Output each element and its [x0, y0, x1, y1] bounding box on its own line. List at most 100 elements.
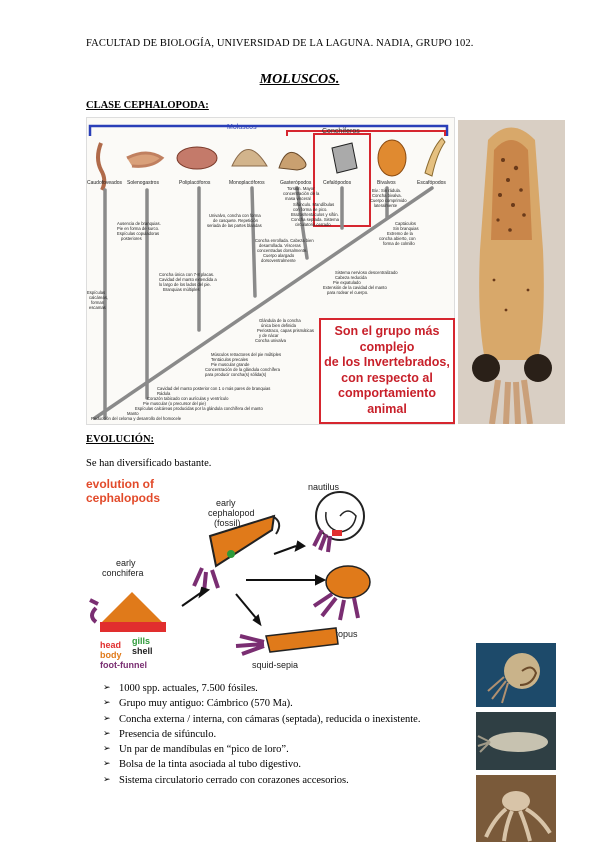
svg-text:seriada de las partes blandas: seriada de las partes blandas — [207, 223, 262, 228]
svg-text:cephalopod: cephalopod — [208, 508, 255, 518]
squid-sepia-label: squid-sepia — [252, 660, 298, 670]
page-title: MOLUSCOS. — [259, 72, 340, 87]
svg-text:Branquias múltiples: Branquias múltiples — [163, 287, 200, 292]
svg-text:Concha septada. Sistema: Concha septada. Sistema — [291, 217, 340, 222]
legend-gills: gills — [132, 636, 150, 646]
svg-text:Glándula de la concha: Glándula de la concha — [259, 318, 301, 323]
evolution-text: Se han diversificado bastante. — [86, 458, 212, 469]
note-sifunculo: Sifúnculo. Mandíbulas con forma de pico.… — [291, 202, 340, 227]
svg-text:Biv.: Sin rádula.: Biv.: Sin rádula. — [372, 188, 401, 193]
svg-text:con forma de pico.: con forma de pico. — [293, 207, 327, 212]
svg-text:Pie en forma de surco.: Pie en forma de surco. — [117, 226, 159, 231]
phylogeny-tree: Moluscos Conchíferos Caudofoveados Solen… — [87, 124, 449, 421]
svg-text:Sifúnculo. Mandíbulas: Sifúnculo. Mandíbulas — [293, 202, 334, 207]
list-item: ➢Concha externa / interna, con cámaras (… — [103, 712, 420, 727]
svg-text:posteriores: posteriores — [121, 236, 142, 241]
note-bivalvos: Biv.: Sin rádula. Concha bivalva. Cuerpo… — [370, 188, 407, 208]
svg-text:Pie muscular (o precursor del: Pie muscular (o precursor del pie) — [143, 401, 206, 406]
note-univalvo: Univalvo, concha con forma de casquete. … — [207, 213, 262, 228]
taxon-label: Monoplacóforos — [229, 180, 265, 186]
octopus-label: octopus — [326, 629, 358, 639]
svg-text:concentradas dorsalmente.: concentradas dorsalmente. — [257, 248, 308, 253]
nautilus-label: nautilus — [308, 482, 340, 492]
list-item: ➢Bolsa de la tinta asociada al tubo dige… — [103, 757, 420, 772]
legend-shell: shell — [132, 646, 153, 656]
svg-text:Concha univalva: Concha univalva — [255, 338, 287, 343]
svg-text:circulatorio cerrado: circulatorio cerrado — [295, 222, 331, 227]
svg-text:lateralmente: lateralmente — [374, 203, 398, 208]
octopus-photo — [476, 775, 556, 842]
cefalopodo-icon — [331, 142, 358, 174]
svg-text:Concha bivalva.: Concha bivalva. — [372, 193, 402, 198]
bullet-marker-icon: ➢ — [103, 774, 111, 785]
conchiferos-label: Conchíferos — [322, 128, 360, 135]
svg-text:Pie muscular grande: Pie muscular grande — [211, 362, 250, 367]
gasteropodo-icon — [278, 151, 307, 171]
caudofoveado-icon — [96, 142, 107, 191]
svg-text:conchifera: conchifera — [102, 568, 144, 578]
taxon-label: Caudofoveados — [87, 180, 123, 186]
svg-text:Captáculos: Captáculos — [395, 221, 416, 226]
bullet-marker-icon: ➢ — [103, 713, 111, 724]
list-item: ➢Presencia de sifúnculo. — [103, 727, 420, 742]
note-espiculas: Espículas calcáreas, forman escamas — [87, 290, 108, 310]
bullet-marker-icon: ➢ — [103, 744, 111, 755]
evo-title: evolution of — [86, 477, 155, 491]
svg-text:(fossil): (fossil) — [214, 518, 241, 528]
taxon-label: Escafópodos — [417, 180, 446, 186]
svg-text:Corazón tabicado con aurículas: Corazón tabicado con aurículas y ventríc… — [147, 396, 229, 401]
legend-body: body — [100, 650, 122, 660]
svg-text:Concha única con 7-8 placas.: Concha única con 7-8 placas. — [159, 272, 214, 277]
section-heading-cephalopoda: CLASE CEPHALOPODA: — [86, 100, 209, 111]
bullet-marker-icon: ➢ — [103, 728, 111, 739]
svg-text:Cavidad del manto extendida a: Cavidad del manto extendida a — [159, 277, 217, 282]
svg-text:Concha enrollada. Cabeza bien: Concha enrollada. Cabeza bien — [255, 238, 314, 243]
mollusc-phylogeny-figure: Moluscos Conchíferos Caudofoveados Solen… — [86, 117, 455, 425]
note-glandula: Glándula de la concha única bien definid… — [255, 318, 314, 343]
list-item: ➢Sistema circulatorio cerrado con corazo… — [103, 773, 420, 788]
svg-text:y de nácar: y de nácar — [259, 333, 279, 338]
svg-text:Pie expatulado: Pie expatulado — [333, 280, 361, 285]
legend-foot-funnel: foot-funnel — [100, 660, 147, 670]
taxon-label: Cefalópodos — [323, 180, 352, 186]
note-musculos: Músculos retractores del pie múltiples T… — [205, 352, 281, 377]
taxon-label: Bivalvos — [377, 180, 396, 186]
svg-text:Sistema nervioso descentraliza: Sistema nervioso descentralizado — [335, 270, 398, 275]
complexity-callout: Son el grupo más complejo de los Inverte… — [319, 318, 455, 424]
note-concha-placas: Concha única con 7-8 placas. Cavidad del… — [159, 272, 217, 292]
moluscos-label: Moluscos — [227, 124, 257, 131]
svg-text:Reducción del celoma y desarro: Reducción del celoma y desarrollo del ho… — [91, 416, 182, 421]
note-enrollada: Concha enrollada. Cabeza bien desarrolla… — [255, 238, 314, 263]
early-conchifera-label: early — [116, 558, 136, 568]
list-item: ➢Grupo muy antiguo: Cámbrico (570 Ma). — [103, 696, 420, 711]
taxon-label: Poliplacóforos — [179, 180, 211, 186]
svg-text:Sin branquias: Sin branquias — [393, 226, 419, 231]
cuttlefish-photo — [476, 712, 556, 770]
svg-text:para producir concha(s) sólida: para producir concha(s) sólida(s) — [205, 372, 267, 377]
note-nervioso: Sistema nervioso descentralizado Cabeza … — [323, 270, 398, 295]
svg-text:calcáreas,: calcáreas, — [89, 295, 108, 300]
list-item: ➢1000 spp. actuales, 7.500 fósiles. — [103, 681, 420, 696]
svg-text:concentración de la: concentración de la — [283, 191, 320, 196]
page-header: FACULTAD DE BIOLOGÍA, UNIVERSIDAD DE LA … — [86, 38, 474, 49]
svg-text:única bien definida: única bien definida — [261, 323, 297, 328]
svg-text:Músculos retractores del pie m: Músculos retractores del pie múltiples — [211, 352, 281, 357]
svg-text:Rádula: Rádula — [157, 391, 171, 396]
bullet-marker-icon: ➢ — [103, 683, 111, 693]
svg-text:forman: forman — [91, 300, 105, 305]
svg-text:lo largo de los lados del pie.: lo largo de los lados del pie. — [159, 282, 211, 287]
svg-text:Tentáculos precales: Tentáculos precales — [211, 357, 248, 362]
poliplacoforo-icon — [176, 146, 218, 170]
section-heading-evolucion: EVOLUCIÓN: — [86, 434, 155, 445]
taxon-label: Gasterópodos — [280, 180, 312, 186]
bivalvo-icon — [377, 139, 407, 177]
svg-text:dorsoventralmente: dorsoventralmente — [261, 258, 296, 263]
cephalopod-features-list: ➢1000 spp. actuales, 7.500 fósiles. ➢Gru… — [103, 681, 420, 788]
list-item: ➢Un par de mandíbulas en “pico de loro”. — [103, 742, 420, 757]
svg-text:Ausencia de branquias.: Ausencia de branquias. — [117, 221, 161, 226]
note-captaculos: Captáculos Sin branquias Extremo de la c… — [379, 221, 419, 246]
svg-text:Extensión de la cavidad del ma: Extensión de la cavidad del manto — [323, 285, 387, 290]
svg-text:Espículas calcáreas producidas: Espículas calcáreas producidas por la gl… — [135, 406, 263, 411]
nautilus-photo — [476, 643, 556, 707]
escafopodo-icon — [424, 137, 446, 177]
